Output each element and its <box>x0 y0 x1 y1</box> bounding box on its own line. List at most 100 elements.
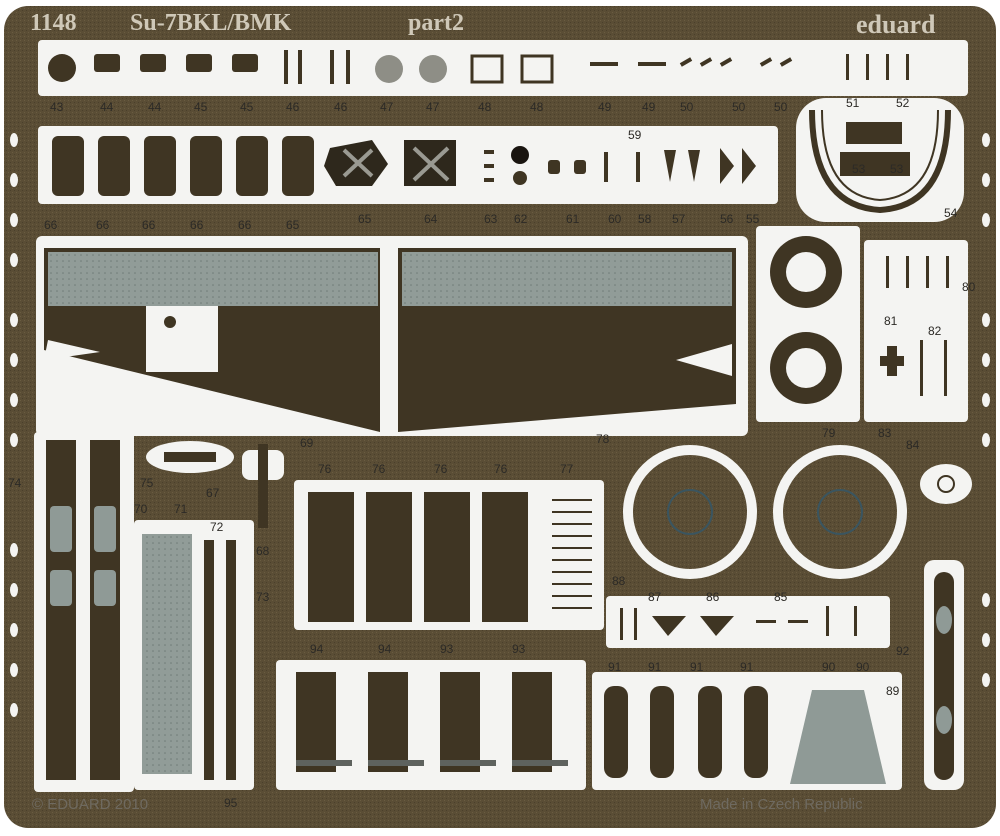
part-number-59: 59 <box>628 128 642 142</box>
part-number-77: 77 <box>560 462 574 476</box>
part-number-53: 53 <box>852 162 866 176</box>
part-number-47: 47 <box>426 100 440 114</box>
part-number-53: 53 <box>890 162 904 176</box>
harness-parts <box>809 109 951 214</box>
origin-text: Made in Czech Republic <box>700 796 863 813</box>
part-number-49: 49 <box>598 100 612 114</box>
part-number-90: 90 <box>822 660 836 674</box>
part-number-45: 45 <box>194 100 208 114</box>
part-number-91: 91 <box>608 660 622 674</box>
wing-panels <box>44 248 736 432</box>
frame-right-small <box>864 240 968 422</box>
part-number-55: 55 <box>746 212 760 226</box>
part-number-91: 91 <box>648 660 662 674</box>
ladder-part <box>552 499 592 609</box>
part-number-91: 91 <box>690 660 704 674</box>
top-row-parts <box>48 50 909 84</box>
part-number-50: 50 <box>680 100 694 114</box>
part-number-66: 66 <box>238 218 252 232</box>
part-number-52: 52 <box>896 96 910 110</box>
part-number-43: 43 <box>50 100 64 114</box>
part-number-72: 72 <box>210 520 224 534</box>
part-number-92: 92 <box>896 644 910 658</box>
left-strips <box>46 440 236 780</box>
part-number-48: 48 <box>478 100 492 114</box>
part-number-47: 47 <box>380 100 394 114</box>
part-number-89: 89 <box>886 684 900 698</box>
door-parts <box>308 480 600 630</box>
right-small-parts <box>880 256 949 396</box>
copyright-text: © EDUARD 2010 <box>32 796 149 813</box>
small-parts-row <box>620 606 857 640</box>
part-number-69: 69 <box>300 436 314 450</box>
part-number-85: 85 <box>774 590 788 604</box>
part-number-48: 48 <box>530 100 544 114</box>
part-number-62: 62 <box>514 212 528 226</box>
sheet-part: part2 <box>408 10 464 36</box>
part-number-87: 87 <box>648 590 662 604</box>
part-number-88: 88 <box>612 574 626 588</box>
part-number-73: 73 <box>256 590 270 604</box>
kit-number: 1148 <box>30 10 77 36</box>
part-number-66: 66 <box>96 218 110 232</box>
part-number-76: 76 <box>372 462 386 476</box>
part-number-86: 86 <box>706 590 720 604</box>
part-number-71: 71 <box>174 502 188 516</box>
edge-holes <box>10 133 990 717</box>
part-number-66: 66 <box>190 218 204 232</box>
bottom-right-parts <box>604 686 886 784</box>
part-number-51: 51 <box>846 96 860 110</box>
part-number-76: 76 <box>434 462 448 476</box>
part-number-65: 65 <box>358 212 372 226</box>
small-brackets <box>146 441 284 528</box>
part-number-44: 44 <box>100 100 114 114</box>
part-number-66: 66 <box>44 218 58 232</box>
part-number-49: 49 <box>642 100 656 114</box>
part-number-79: 79 <box>822 426 836 440</box>
part-number-54: 54 <box>944 206 958 220</box>
part-number-81: 81 <box>884 314 898 328</box>
part-number-65: 65 <box>286 218 300 232</box>
part-number-46: 46 <box>334 100 348 114</box>
brand-logo: eduard <box>856 10 936 39</box>
part-number-84: 84 <box>906 438 920 452</box>
part-number-83: 83 <box>878 426 892 440</box>
part-number-80: 80 <box>962 280 976 294</box>
part-number-60: 60 <box>608 212 622 226</box>
part-number-91: 91 <box>740 660 754 674</box>
part-number-76: 76 <box>494 462 508 476</box>
part-number-94: 94 <box>310 642 324 656</box>
part-number-50: 50 <box>732 100 746 114</box>
rings <box>623 445 907 579</box>
part-number-90: 90 <box>856 660 870 674</box>
part-number-94: 94 <box>378 642 392 656</box>
row-2-parts <box>52 136 756 196</box>
part-number-74: 74 <box>8 476 22 490</box>
part-number-45: 45 <box>240 100 254 114</box>
part-number-66: 66 <box>142 218 156 232</box>
frame-small-parts <box>606 596 890 648</box>
part-number-57: 57 <box>672 212 686 226</box>
part-number-93: 93 <box>440 642 454 656</box>
part-number-68: 68 <box>256 544 270 558</box>
right-bracket <box>920 464 972 504</box>
part-number-63: 63 <box>484 212 498 226</box>
part-number-78: 78 <box>596 432 610 446</box>
part-number-46: 46 <box>286 100 300 114</box>
part-number-64: 64 <box>424 212 438 226</box>
wheels <box>770 236 842 404</box>
part-number-67: 67 <box>206 486 220 500</box>
part-number-76: 76 <box>318 462 332 476</box>
part-number-58: 58 <box>638 212 652 226</box>
part-number-50: 50 <box>774 100 788 114</box>
part-number-44: 44 <box>148 100 162 114</box>
part-number-56: 56 <box>720 212 734 226</box>
frame-bottom-hooks <box>276 660 586 790</box>
kit-title: Su-7BKL/BMK <box>130 10 292 36</box>
part-number-70: 70 <box>134 502 148 516</box>
right-vertical-chain <box>934 572 954 780</box>
part-number-93: 93 <box>512 642 526 656</box>
part-number-82: 82 <box>928 324 942 338</box>
bottom-hook-parts <box>296 672 568 772</box>
